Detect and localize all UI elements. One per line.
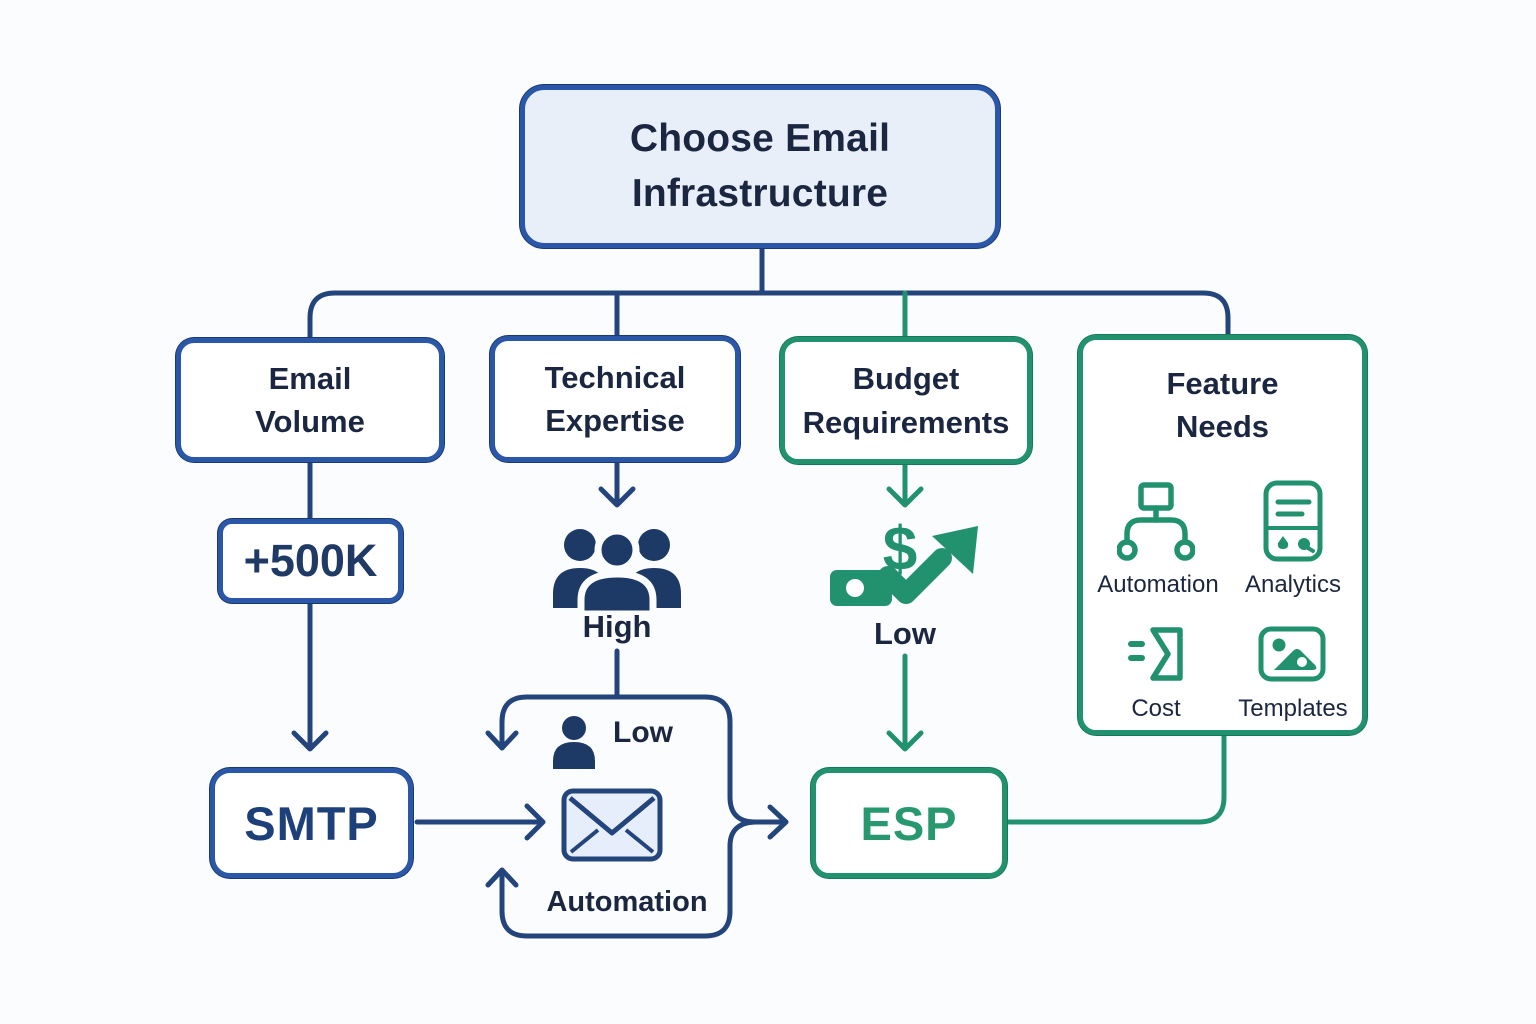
arrowhead-down-high [598, 486, 636, 508]
feature-needs-title: Feature Needs [1166, 366, 1279, 445]
workflow-icon [1117, 482, 1195, 561]
envelope-icon [561, 788, 663, 862]
loop-automation-label: Automation [546, 886, 708, 918]
budget-low-label: Low [874, 616, 936, 651]
feature-automation-label: Automation [1097, 571, 1219, 598]
connector-loop-bottom [499, 819, 758, 939]
technical-expertise-node: Technical Expertise [490, 336, 740, 462]
technical-expertise-label: Technical Expertise [544, 359, 686, 438]
esp-label: ESP [860, 796, 958, 850]
budget-requirements-label: Budget Requirements [802, 361, 1010, 440]
arrowhead-down-loop [485, 730, 519, 751]
person-icon [553, 716, 595, 769]
root-node-label: Choose Email Infrastructure [629, 116, 891, 215]
smtp-label: SMTP [244, 796, 379, 850]
volume-threshold-label: +500K [243, 535, 378, 586]
connector-loop-right-exit [615, 694, 788, 825]
arrowhead-right-envelope [524, 803, 546, 841]
arrowhead-right-esp [767, 804, 789, 840]
arrowhead-down-esp [886, 730, 924, 752]
feature-needs-panel: Feature Needs Automation Analytics [1078, 335, 1367, 735]
arrowhead-down-money [886, 486, 924, 508]
people-group-icon [553, 527, 681, 614]
feature-templates-label: Templates [1238, 695, 1348, 722]
svg-text:$: $ [883, 515, 917, 584]
root-node: Choose Email Infrastructure [520, 85, 1000, 248]
connector-spine [307, 290, 1231, 342]
smtp-node: SMTP [210, 768, 413, 878]
arrowhead-up-loop [485, 867, 519, 888]
arrowhead-down-smtp [291, 730, 329, 752]
cost-icon [1128, 627, 1183, 681]
money-growth-icon: $ [830, 515, 978, 606]
connector-loop-top-left [499, 694, 619, 749]
connector-esp-to-features [1006, 734, 1227, 825]
feature-analytics-label: Analytics [1244, 571, 1342, 598]
email-volume-node: Email Volume [176, 338, 444, 462]
feature-cost-label: Cost [1131, 695, 1181, 722]
email-volume-label: Email Volume [255, 360, 365, 439]
analytics-icon [1263, 480, 1323, 562]
templates-icon [1258, 626, 1326, 682]
esp-node: ESP [811, 768, 1007, 878]
expertise-high-label: High [582, 609, 652, 644]
loop-low-label: Low [613, 716, 673, 749]
volume-threshold-node: +500K [218, 519, 403, 603]
budget-requirements-node: Budget Requirements [780, 337, 1032, 464]
